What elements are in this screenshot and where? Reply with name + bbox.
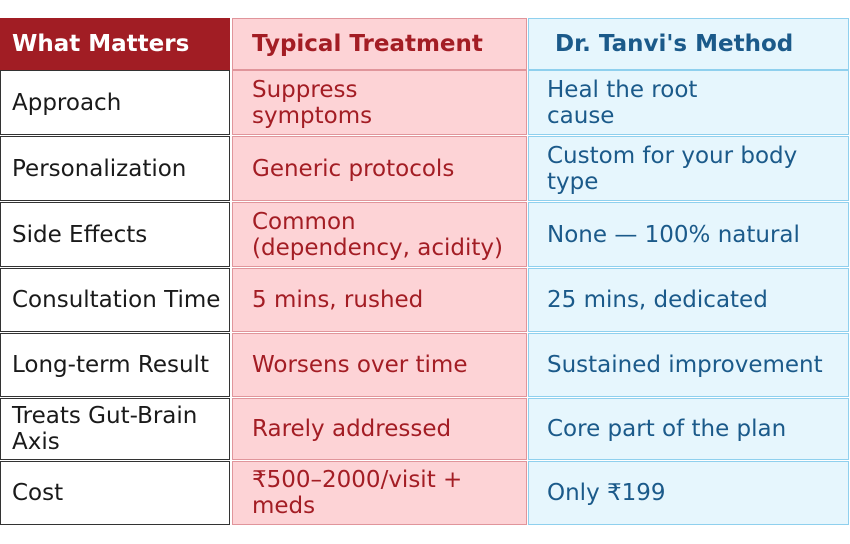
row-tanvi: Sustained improvement	[528, 333, 849, 397]
row-factor: Treats Gut-Brain Axis	[0, 398, 230, 460]
row-factor: Side Effects	[0, 202, 230, 267]
table-row: Personalization Generic protocols Custom…	[0, 136, 849, 201]
table-row: Consultation Time 5 mins, rushed 25 mins…	[0, 268, 849, 332]
row-factor: Personalization	[0, 136, 230, 201]
row-tanvi: 25 mins, dedicated	[528, 268, 849, 332]
row-typical: Generic protocols	[232, 136, 527, 201]
row-tanvi: None — 100% natural	[528, 202, 849, 267]
header-what-matters: What Matters	[0, 18, 230, 70]
row-tanvi: Core part of the plan	[528, 398, 849, 460]
row-tanvi: Heal the root cause	[528, 70, 849, 135]
header-typical-treatment: Typical Treatment	[232, 18, 527, 70]
row-factor: Cost	[0, 461, 230, 525]
row-typical: Worsens over time	[232, 333, 527, 397]
header-tanvi-method: Dr. Tanvi's Method	[528, 18, 849, 70]
row-tanvi: Custom for your body type	[528, 136, 849, 201]
table-row: Side Effects Common (dependency, acidity…	[0, 202, 849, 267]
row-factor: Approach	[0, 70, 230, 135]
row-typical: 5 mins, rushed	[232, 268, 527, 332]
header-row: What Matters Typical Treatment Dr. Tanvi…	[0, 18, 849, 70]
row-tanvi: Only ₹199	[528, 461, 849, 525]
row-typical: ₹500–2000/visit + meds	[232, 461, 527, 525]
table-row: Approach Suppress symptoms Heal the root…	[0, 70, 849, 135]
table-row: Cost ₹500–2000/visit + meds Only ₹199	[0, 461, 849, 525]
table-row: Treats Gut-Brain Axis Rarely addressed C…	[0, 398, 849, 460]
row-factor: Consultation Time	[0, 268, 230, 332]
row-typical: Rarely addressed	[232, 398, 527, 460]
row-typical: Common (dependency, acidity)	[232, 202, 527, 267]
row-typical: Suppress symptoms	[232, 70, 527, 135]
table-row: Long-term Result Worsens over time Susta…	[0, 333, 849, 397]
row-factor: Long-term Result	[0, 333, 230, 397]
